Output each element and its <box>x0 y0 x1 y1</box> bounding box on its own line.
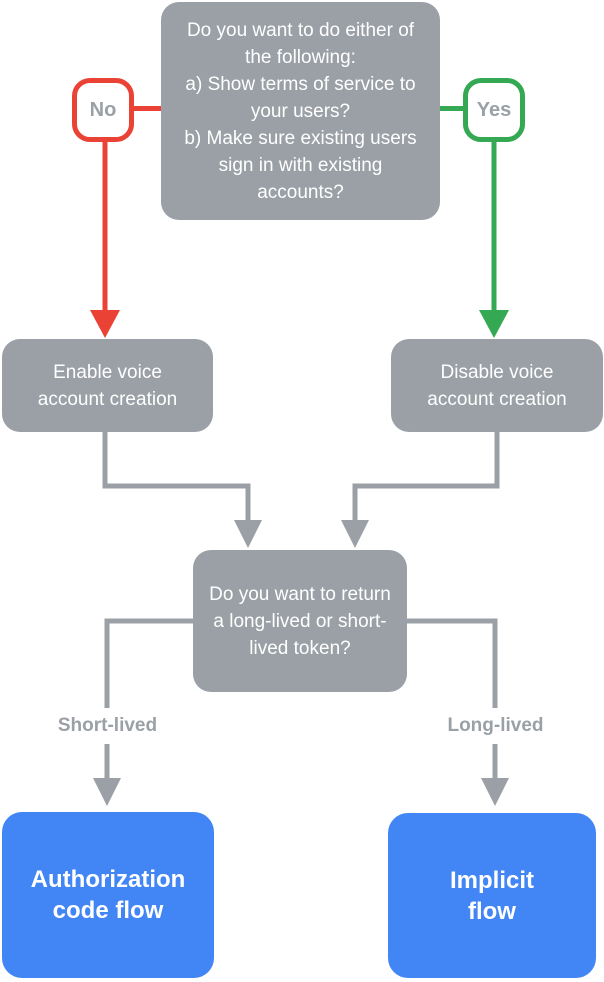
implicit-flow-text: Implicit flow <box>450 865 534 927</box>
decision-box-terms-question-text: Do you want to do either of the followin… <box>177 17 424 206</box>
short-lived-branch-line <box>104 618 193 780</box>
yes-badge-label: Yes <box>476 98 512 121</box>
yes-badge: Yes <box>463 78 525 142</box>
question-line-intro: Do you want to do either of the followin… <box>186 19 415 68</box>
no-badge: No <box>72 78 134 142</box>
short-lived-label-text: Short-lived <box>57 715 158 736</box>
enable-to-question-arrowhead-icon <box>234 520 262 548</box>
long-lived-label-text: Long-lived <box>447 715 544 736</box>
disable-voice-label: Disable voice account creation <box>427 361 567 410</box>
implicit-flow-line2: flow <box>467 897 516 925</box>
short-lived-path-label: Short-lived <box>23 708 192 744</box>
decision-box-terms-question: Do you want to do either of the followin… <box>161 2 440 220</box>
outcome-box-authorization-code-flow: Authorization code flow <box>2 812 214 978</box>
question-line-option-b: b) Make sure existing users sign in with… <box>184 127 417 203</box>
no-badge-label: No <box>89 98 117 121</box>
yes-branch-arrowhead-icon <box>479 310 509 338</box>
long-lived-branch-line <box>407 618 498 780</box>
authorization-flow-line1: Authorization <box>30 866 186 893</box>
disable-to-question-arrowhead-icon <box>341 520 369 548</box>
token-question-text: Do you want to return a long-lived or sh… <box>209 583 391 659</box>
long-lived-arrowhead-icon <box>481 778 509 806</box>
short-lived-arrowhead-icon <box>93 778 121 806</box>
no-branch-arrowhead-icon <box>90 310 120 338</box>
long-lived-path-label: Long-lived <box>411 708 580 744</box>
process-box-enable-voice-account-creation: Enable voice account creation <box>2 339 213 432</box>
authorization-flow-line2: code flow <box>52 897 164 924</box>
enable-voice-label: Enable voice account creation <box>37 361 178 410</box>
authorization-code-flow-text: Authorization code flow <box>31 864 186 926</box>
disable-to-question-line <box>352 432 500 522</box>
decision-box-token-question: Do you want to return a long-lived or sh… <box>193 550 407 692</box>
implicit-flow-line1: Implicit <box>449 866 534 894</box>
outcome-box-implicit-flow: Implicit flow <box>388 813 596 978</box>
question-line-option-a: a) Show terms of service to your users? <box>185 73 416 122</box>
process-box-disable-voice-account-creation: Disable voice account creation <box>391 339 603 432</box>
enable-to-question-line <box>102 432 251 522</box>
